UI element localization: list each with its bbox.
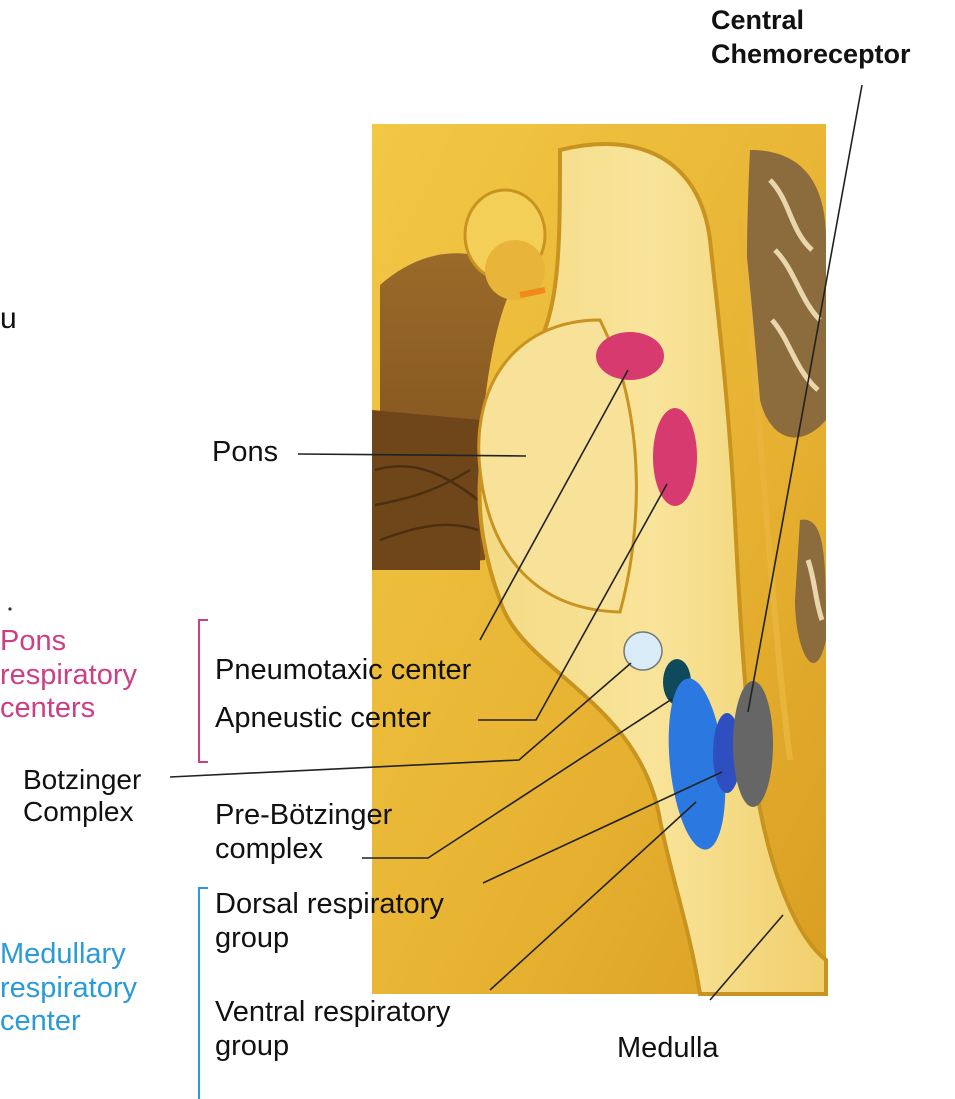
medullary-respiratory-center-label: Medullary respiratory center — [0, 938, 137, 1039]
pneumotaxic-center-label: Pneumotaxic center — [215, 654, 471, 686]
pneumotaxic-spot — [596, 332, 664, 380]
stray-dot — [8, 607, 11, 610]
stray-character: u — [0, 302, 17, 336]
pre-botzinger-complex-label: Pre-Bötzinger complex — [215, 799, 392, 866]
pons-bracket — [199, 620, 208, 762]
medulla-label: Medulla — [617, 1032, 719, 1064]
chemoreceptor-spot — [733, 681, 773, 807]
central-chemoreceptor-label: Central Chemoreceptor — [711, 4, 911, 72]
medulla-bracket — [199, 888, 208, 1099]
botzinger-complex-label: Botzinger Complex — [23, 764, 141, 829]
dorsal-respiratory-group-label: Dorsal respiratory group — [215, 888, 444, 955]
apneustic-center-label: Apneustic center — [215, 702, 431, 734]
ventral-respiratory-group-label: Ventral respiratory group — [215, 996, 450, 1063]
pons-label: Pons — [212, 436, 278, 468]
apneustic-spot — [653, 408, 697, 506]
pons-respiratory-centers-label: Pons respiratory centers — [0, 625, 137, 726]
